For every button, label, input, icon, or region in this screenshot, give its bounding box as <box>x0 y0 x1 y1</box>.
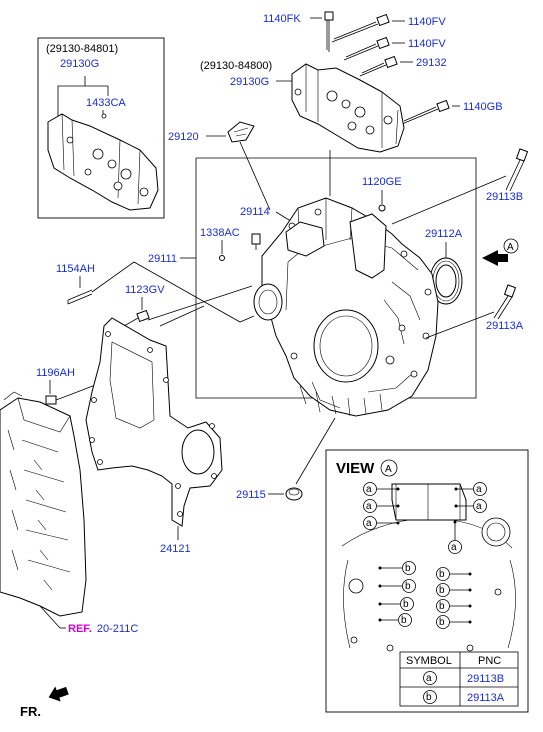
callout-1338ac[interactable]: 1338AC <box>200 227 240 239</box>
ref-prefix: REF. <box>68 623 92 635</box>
callout-1140fv-2[interactable]: 1140FV <box>408 38 446 50</box>
bolt-1123gv <box>123 309 150 327</box>
callout-29132[interactable]: 29132 <box>416 57 447 69</box>
plug-29115 <box>285 487 303 501</box>
callout-29130g-inset[interactable]: 29130G <box>60 58 99 70</box>
bolt-1140gb <box>401 99 450 125</box>
callout-1433ca[interactable]: 1433CA <box>86 97 126 109</box>
engine-block <box>0 391 87 617</box>
front-direction-arrow: FR. <box>20 686 69 719</box>
table-header-pnc: PNC <box>478 655 501 667</box>
bolt-29113b <box>505 148 529 192</box>
svg-text:b: b <box>439 569 445 580</box>
svg-text:a: a <box>366 484 372 495</box>
oil-seal-29112a <box>429 257 463 305</box>
svg-text:b: b <box>401 615 407 626</box>
callout-1120ge[interactable]: 1120GE <box>362 176 402 188</box>
table-pnc-a[interactable]: 29113B <box>467 673 504 685</box>
callout-1196ah[interactable]: 1196AH <box>36 367 75 379</box>
callout-1140fv-1[interactable]: 1140FV <box>408 16 446 28</box>
svg-text:b: b <box>439 601 445 612</box>
callout-29113a[interactable]: 29113A <box>486 320 524 332</box>
callout-29120[interactable]: 29120 <box>168 131 199 143</box>
svg-text:a: a <box>366 518 372 529</box>
dowel-29114 <box>251 233 261 250</box>
table-pnc-b[interactable]: 29113A <box>467 692 505 704</box>
svg-text:FR.: FR. <box>20 704 41 719</box>
callout-1123gv[interactable]: 1123GV <box>125 284 165 296</box>
bolt-1140fv-2 <box>343 36 390 61</box>
view-a-symbol-b-markers: b b b b b b b b <box>378 561 472 629</box>
svg-text:A: A <box>385 464 392 475</box>
callout-1140gb[interactable]: 1140GB <box>463 101 503 113</box>
bolt-29132 <box>359 55 398 77</box>
pin-1154ah <box>67 289 93 305</box>
inset-ref-label: (29130-84801) <box>46 43 118 55</box>
svg-text:a: a <box>451 542 457 553</box>
svg-text:b: b <box>439 617 445 628</box>
view-a-title: VIEW <box>336 460 375 477</box>
view-a-arrow: A <box>482 238 519 266</box>
inset-box <box>37 37 165 219</box>
callout-1154ah[interactable]: 1154AH <box>56 263 95 275</box>
callout-29115[interactable]: 29115 <box>236 489 266 501</box>
callout-29130g-main[interactable]: 29130G <box>230 76 269 88</box>
ref-number: 20-211C <box>97 623 138 635</box>
svg-text:a: a <box>366 501 372 512</box>
svg-text:a: a <box>476 501 482 512</box>
housing-outline-box <box>195 157 477 399</box>
view-a-symbol-a-markers: a a a a a a <box>363 482 487 554</box>
callout-24121[interactable]: 24121 <box>160 543 191 555</box>
svg-text:a: a <box>426 673 432 684</box>
ref-label[interactable]: REF. 20-211C <box>68 623 138 635</box>
callout-29113b[interactable]: 29113B <box>486 191 523 203</box>
callout-29112a[interactable]: 29112A <box>425 228 463 240</box>
svg-text:b: b <box>439 585 445 596</box>
flywheel-housing-29111 <box>253 197 439 417</box>
symbol-pnc-table: SYMBOL PNC a 29113B b 29113A <box>399 651 519 707</box>
bolt-29113a <box>493 284 517 320</box>
callout-29111[interactable]: 29111 <box>148 253 177 265</box>
oil-filler-part-29120 <box>227 121 255 143</box>
svg-text:b: b <box>403 599 409 610</box>
table-header-symbol: SYMBOL <box>406 655 452 667</box>
bolt-1140fk <box>324 11 334 52</box>
view-a-housing <box>341 483 516 652</box>
svg-text:A: A <box>507 242 514 253</box>
bolt-1140fv-1 <box>331 13 390 43</box>
gasket-24121 <box>85 317 223 527</box>
oil-pump-bracket-main <box>291 63 405 153</box>
callout-1140fk[interactable]: 1140FK <box>263 13 301 25</box>
svg-text:b: b <box>405 563 411 574</box>
bolt-1196ah <box>45 393 73 405</box>
oil-pump-bracket-inset <box>47 113 159 211</box>
svg-text:a: a <box>476 484 482 495</box>
main-ref-label: (29130-84800) <box>200 60 272 72</box>
svg-text:b: b <box>426 692 432 703</box>
svg-text:b: b <box>405 581 411 592</box>
callout-29114[interactable]: 29114 <box>240 206 270 218</box>
